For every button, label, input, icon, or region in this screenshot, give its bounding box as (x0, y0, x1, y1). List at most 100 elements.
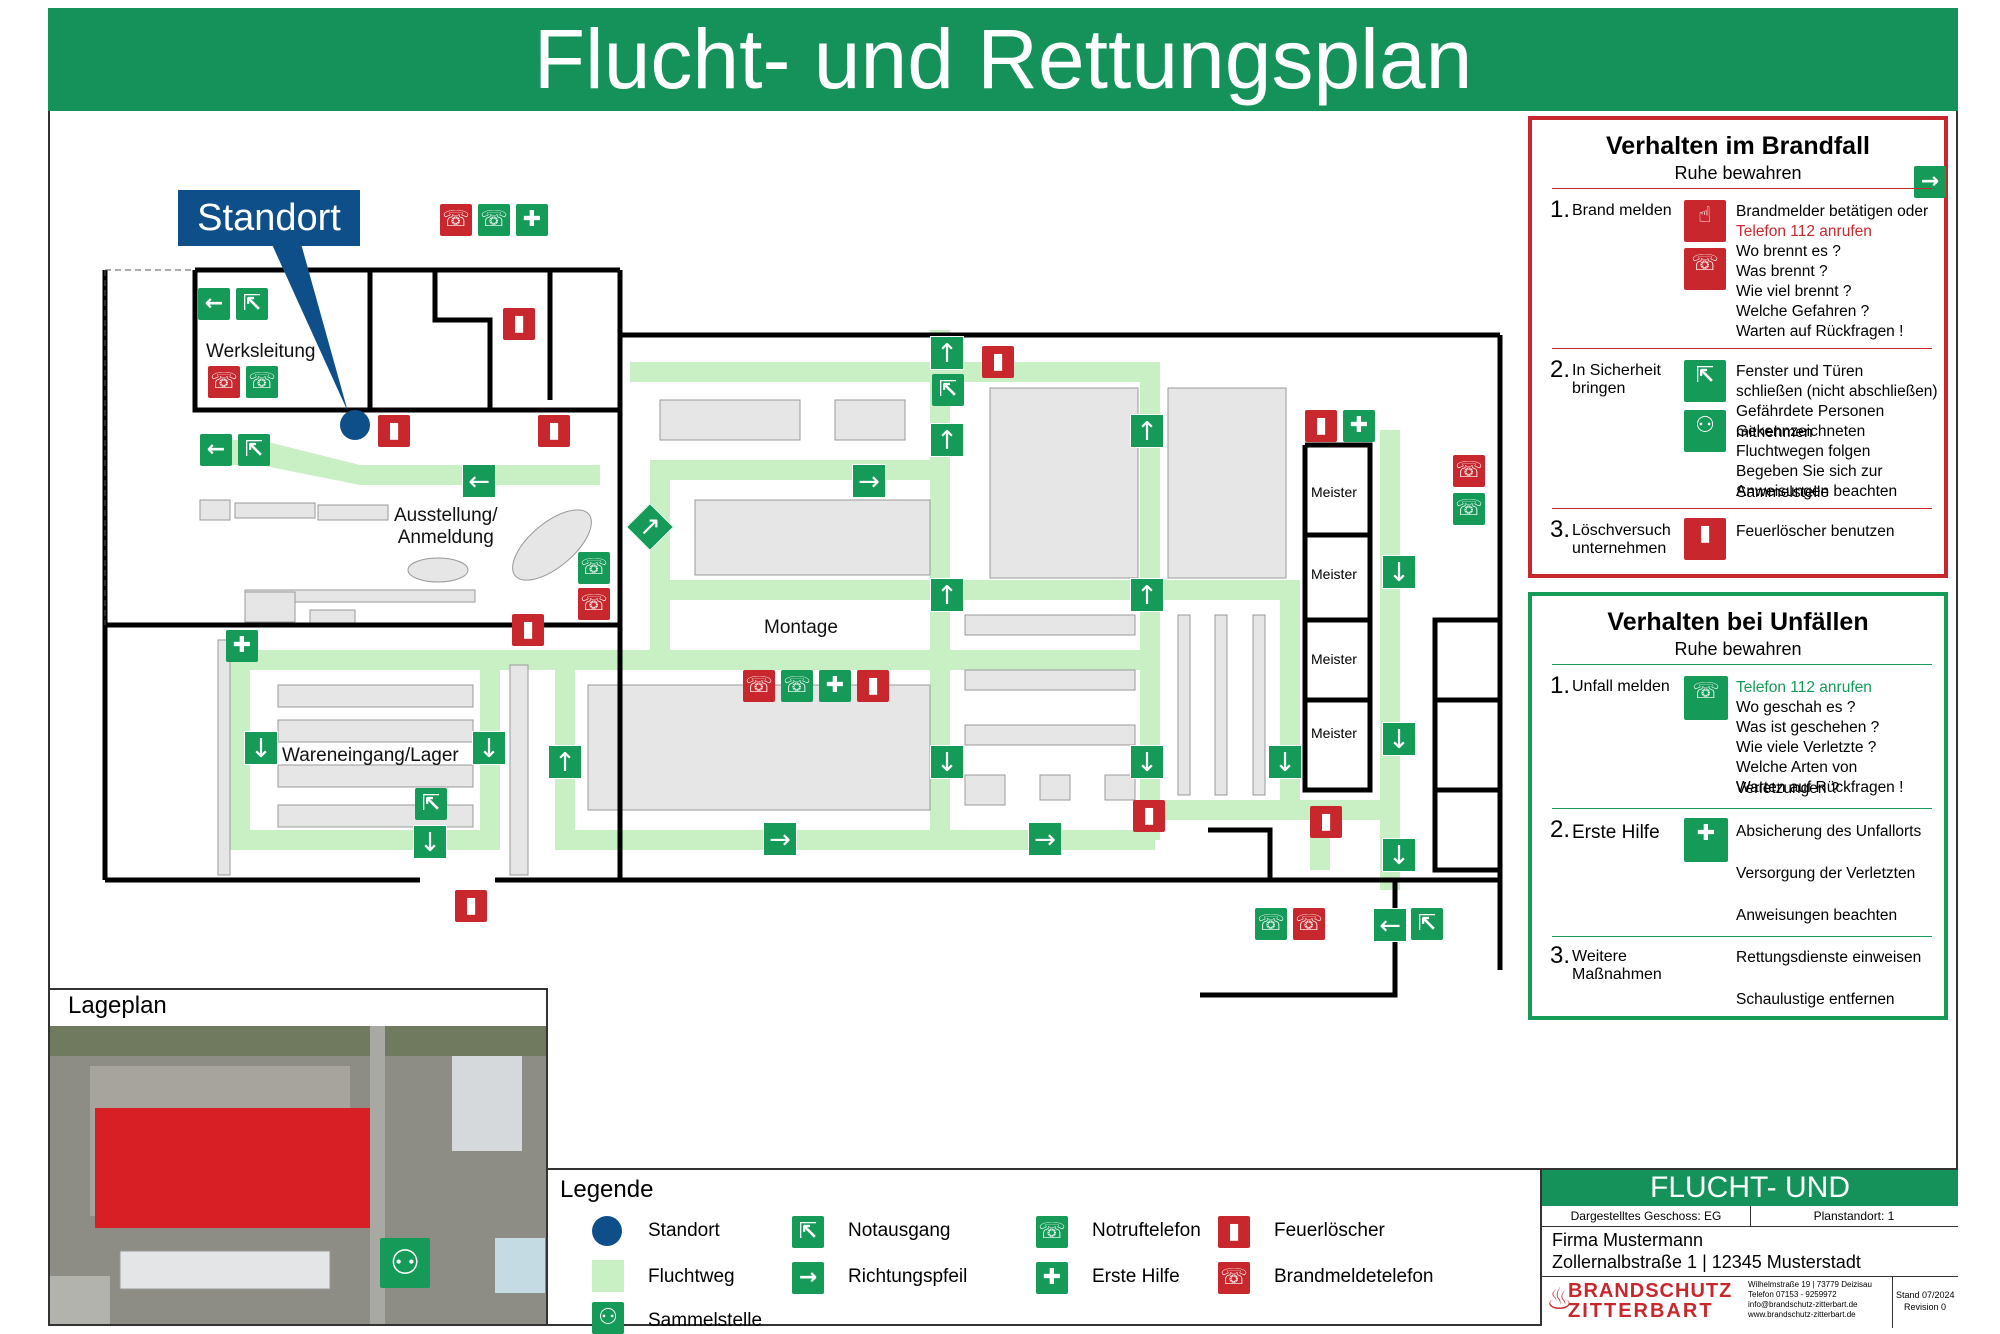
step-text: Warten auf Rückfragen ! (1736, 323, 1904, 340)
first-aid-icon: ✚ (226, 630, 258, 662)
step-text: Schaulustige entfernen (1736, 991, 1895, 1008)
step-number: 3. (1550, 516, 1571, 543)
fire-extinguisher-icon: ▮ (1310, 806, 1342, 838)
first-aid-icon: ✚ (1684, 818, 1728, 862)
step-label: Löschversuch unternehmen (1572, 522, 1671, 557)
step-text: Welche Gefahren ? (1736, 303, 1870, 320)
emergency-phone-icon: ☏ (1036, 1216, 1068, 1248)
fire-phone-icon: ☏ (578, 588, 610, 620)
standort-pointer (270, 240, 348, 412)
footer-revision: Revision 0 (1904, 1302, 1947, 1312)
legend-notausgang: Notausgang (848, 1220, 951, 1241)
arrow-right-icon: → (852, 464, 886, 498)
fire-alarm-icon: ☝ (1684, 200, 1726, 242)
arrow-up-icon: ↑ (930, 578, 964, 612)
arrow-down-icon: ↓ (413, 825, 447, 859)
step-text: Wie viel brennt ? (1736, 283, 1852, 300)
step-number: 1. (1550, 672, 1571, 699)
legend-richtungspfeil: Richtungspfeil (848, 1266, 968, 1287)
fire-extinguisher-icon: ▮ (538, 415, 570, 447)
footer-adresse: Zollernalbstraße 1 | 12345 Musterstadt (1552, 1252, 1861, 1272)
arrow-down-icon: ↓ (1382, 722, 1416, 756)
fire-phone-icon: ☏ (1684, 248, 1726, 290)
step-number: 2. (1550, 356, 1571, 383)
footer-contact: Telefon 07153 - 9259972 (1748, 1290, 1837, 1299)
unfall-title: Verhalten bei Unfällen (1607, 608, 1869, 636)
fire-extinguisher-icon: ▮ (512, 614, 544, 646)
emergency-exit-icon: ⇱ (1411, 908, 1443, 940)
step-text: schließen (nicht abschließen) (1736, 383, 1938, 400)
emergency-exit-icon: ⇱ (238, 434, 270, 466)
first-aid-icon: ✚ (1343, 410, 1375, 442)
first-aid-icon: ✚ (819, 670, 851, 702)
arrow-down-icon: ↓ (930, 745, 964, 779)
room-meister-1: Meister (1311, 484, 1357, 500)
legend-notruftelefon: Notruftelefon (1092, 1220, 1201, 1241)
step-number: 3. (1550, 942, 1571, 969)
step-label: Brand melden (1572, 202, 1672, 219)
fire-phone-icon: ☏ (1293, 908, 1325, 940)
emergency-exit-icon: ⇱ (932, 374, 964, 406)
room-meister-3: Meister (1311, 651, 1357, 667)
emergency-exit-icon: ⇱ (236, 288, 268, 320)
fire-phone-icon: ☏ (743, 670, 775, 702)
arrow-down-icon: ↓ (244, 731, 278, 765)
footer-contact: www.brandschutz-zitterbart.de (1748, 1310, 1856, 1319)
first-aid-icon: ✚ (1036, 1262, 1068, 1294)
footer-firma: Firma Mustermann (1552, 1230, 1704, 1250)
step-text: Rettungsdienste einweisen (1736, 949, 1922, 966)
step-text: Gekennzeichneten (1736, 423, 1866, 440)
footer-brand-1: BRANDSCHUTZ (1568, 1280, 1733, 1302)
room-werksleitung: Werksleitung (206, 341, 316, 362)
fire-extinguisher-icon: ▮ (857, 670, 889, 702)
step-text: Absicherung des Unfallorts (1736, 823, 1922, 840)
step-label: Unfall melden (1572, 678, 1670, 695)
step-text: Feuerlöscher benutzen (1736, 523, 1895, 540)
step-text: Brandmelder betätigen oder (1736, 203, 1929, 220)
legend-feuerloescher: Feuerlöscher (1274, 1220, 1385, 1241)
step-number: 1. (1550, 196, 1571, 223)
step-text: Versorgung der Verletzten (1736, 865, 1916, 882)
step-label: Weitere Maßnahmen (1572, 948, 1662, 983)
assembly-point-icon: ⚇ (380, 1238, 430, 1288)
step-text: Warten auf Rückfragen ! (1736, 779, 1904, 796)
legend-fluchtweg: Fluchtweg (648, 1266, 735, 1287)
emergency-phone-icon: ☏ (1453, 493, 1485, 525)
arrow-up-icon: ↑ (930, 336, 964, 370)
step-text: Wie viele Verletzte ? (1736, 739, 1877, 756)
step-text: Telefon 112 anrufen (1736, 679, 1872, 696)
fire-extinguisher-icon: ▮ (1218, 1216, 1250, 1248)
arrow-up-icon: ↑ (930, 423, 964, 457)
emergency-exit-icon: ⇱ (415, 788, 447, 820)
footer-stand: Stand 07/2024 (1896, 1290, 1955, 1300)
fire-extinguisher-icon: ▮ (455, 890, 487, 922)
footer-planstandort: Planstandort: 1 (1750, 1206, 1958, 1227)
arrow-right-icon: → (763, 822, 797, 856)
room-meister-2: Meister (1311, 566, 1357, 582)
step-text: Welche Arten von Verletzungen ? (1736, 759, 1858, 797)
machines (199, 387, 1287, 876)
legende: Legende Standort Fluchtweg ⚇ Sammelstell… (548, 1168, 1540, 1334)
step-text: Wo brennt es ? (1736, 243, 1841, 260)
emergency-phone-icon: ☏ (1255, 908, 1287, 940)
title-block: FLUCHT- UND RETTUNGSPLAN Dargestelltes G… (1540, 1168, 1958, 1328)
step-text: Telefon 112 anrufen (1736, 223, 1872, 240)
unfall-subtitle: Ruhe bewahren (1674, 639, 1802, 659)
fire-phone-icon: ☏ (1218, 1262, 1250, 1294)
fire-phone-icon: ☏ (440, 204, 472, 236)
fire-extinguisher-icon: ▮ (378, 415, 410, 447)
legende-title: Legende (560, 1176, 654, 1203)
fire-phone-icon: ☏ (208, 366, 240, 398)
fire-extinguisher-icon: ▮ (1133, 800, 1165, 832)
step-text: Gefährdete Personen mitnehmen (1736, 403, 1885, 441)
room-ausstellung: Ausstellung/ Anmeldung (394, 505, 498, 548)
escape-route-swatch (592, 1260, 624, 1292)
assembly-point-icon: ⚇ (1684, 410, 1726, 452)
emergency-exit-icon: ⇱ (792, 1216, 824, 1248)
lageplan: Lageplan ⚇ (48, 988, 548, 1326)
arrow-down-icon: ↓ (1382, 838, 1416, 872)
legend-standort: Standort (648, 1220, 720, 1241)
footer-geschoss: Dargestelltes Geschoss: EG (1542, 1206, 1751, 1227)
emergency-phone-icon: ☏ (478, 204, 510, 236)
room-montage: Montage (764, 617, 838, 638)
